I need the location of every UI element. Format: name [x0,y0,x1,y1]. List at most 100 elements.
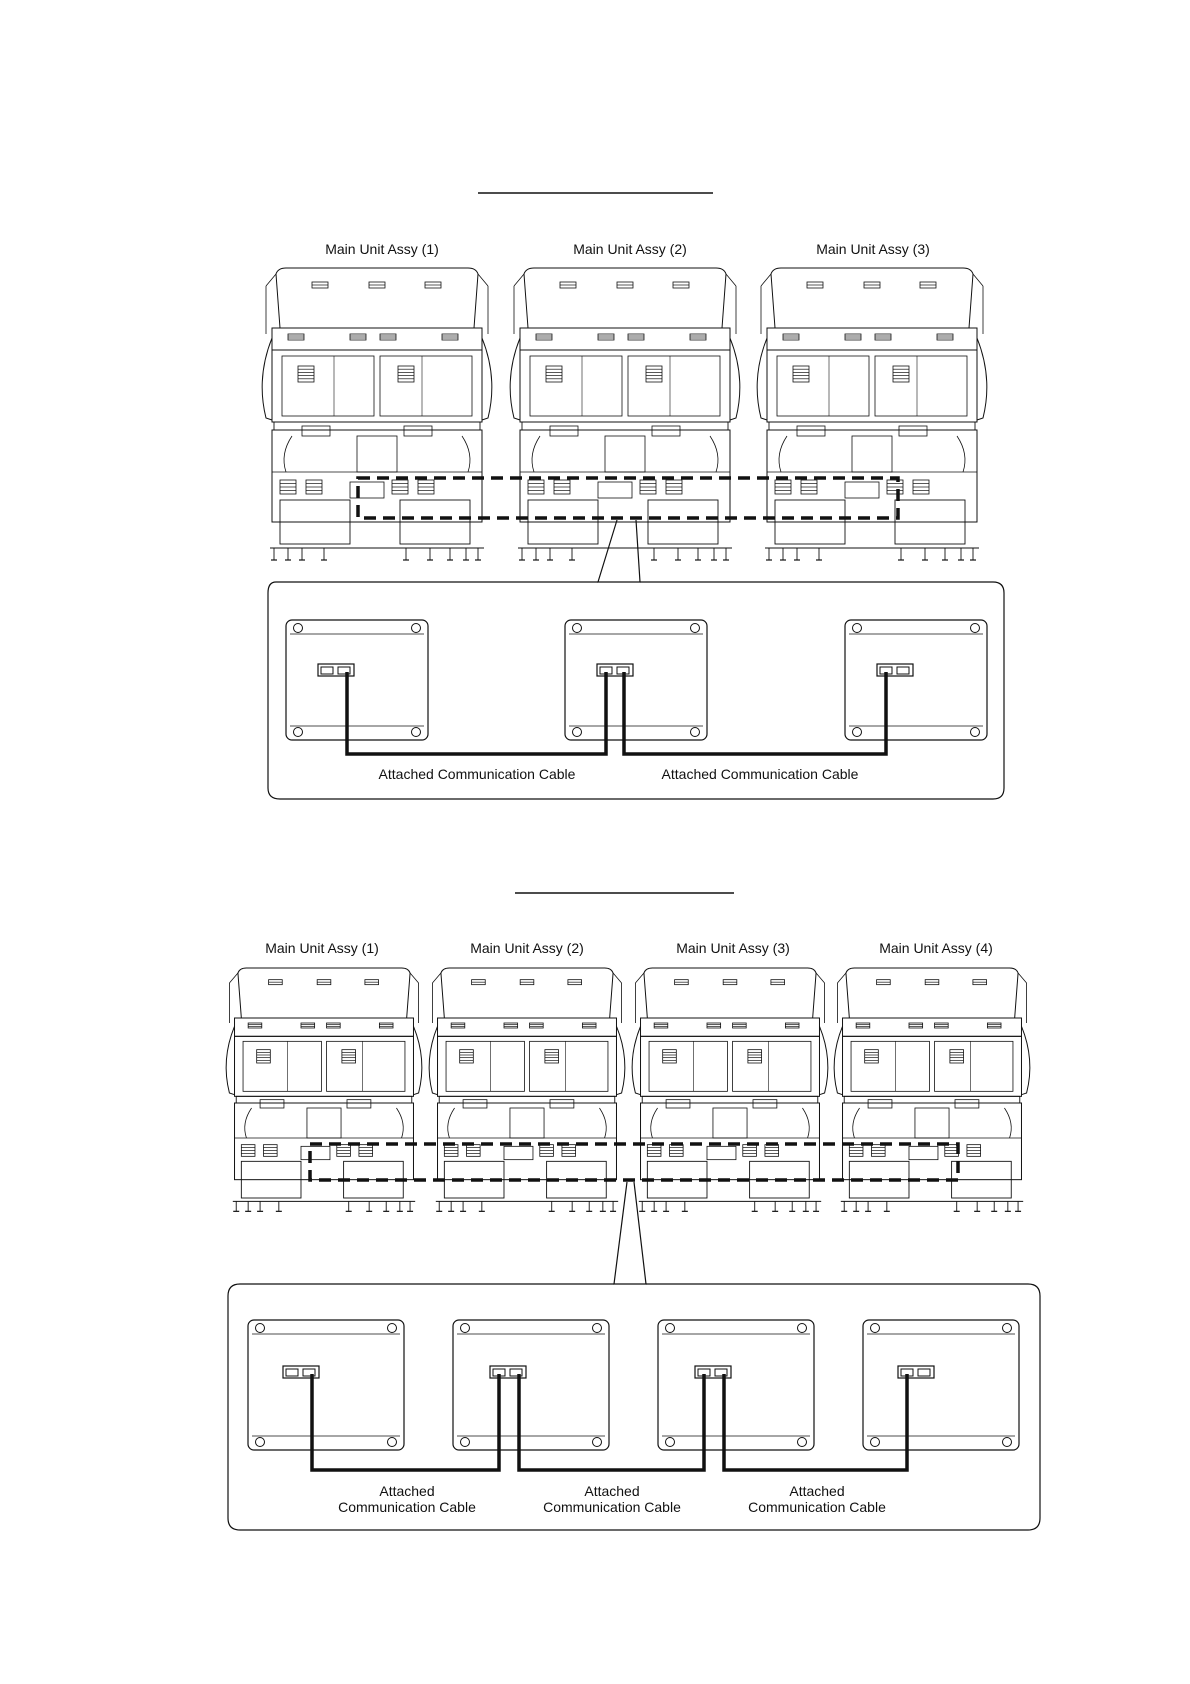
d1-cable-2 [624,672,886,754]
d2-canopy-vent-2-a [472,980,486,985]
d2-canopy-vent-2-c [568,980,582,985]
d1-bumper-right-3 [977,338,987,420]
d2-band-vent-4-3 [987,1023,1001,1028]
d1-centre-door-3 [852,436,892,472]
d1-pcb-box-1 [350,482,384,498]
d1-screen-vent-1-a [298,366,314,382]
d2-board-4-screw-3 [1003,1438,1012,1447]
d1-screen-right-1 [380,356,472,416]
d2-band-vent-2-1 [504,1023,518,1028]
d1-board-3-screw-2 [853,728,862,737]
d2-screen-right-3 [733,1041,811,1091]
d2-pcb-box-2 [504,1146,533,1159]
diagram1-cable-label-2: Attached Communication Cable [662,766,859,782]
d2-screen-vent-3-b [748,1050,762,1063]
d2-machine-2 [429,968,625,1211]
d1-board-1-screw-1 [412,624,421,633]
d1-board-1-screw-2 [294,728,303,737]
d2-lower-vent-2-1 [466,1145,480,1157]
d1-canopy-3 [771,268,973,328]
d2-board-1-port-a [286,1369,298,1376]
d1-band-vent-1-2 [380,334,396,340]
diagram2-unit-label-1: Main Unit Assy (1) [265,940,379,956]
d2-band-vent-1-1 [301,1023,315,1028]
d2-band-vent-1-3 [379,1023,393,1028]
d2-centre-door-2 [510,1108,544,1138]
d2-cable-1 [312,1374,499,1470]
d1-bumper-left-2 [510,338,520,420]
d2-band-vent-2-0 [451,1023,465,1028]
d2-lower-vent-4-1 [871,1145,885,1157]
d1-lower-vent-1-1 [306,480,322,494]
d2-callout-pointer [614,1182,646,1284]
d2-lower-vent-2-3 [562,1145,576,1157]
d1-board-2-screw-2 [573,728,582,737]
d1-lower-body-3 [767,430,977,522]
d2-lower-vent-2-0 [444,1145,458,1157]
d1-pcb-box-3 [845,482,879,498]
d1-screen-left-1 [282,356,374,416]
d2-band-vent-1-2 [327,1023,341,1028]
d2-board-3-outline [658,1320,814,1450]
d2-board-1-screw-0 [256,1324,265,1333]
d2-canopy-vent-3-a [675,980,689,985]
d2-centre-door-1 [307,1108,341,1138]
d2-pcb-box-3 [707,1146,736,1159]
d2-board-3-screw-1 [798,1324,807,1333]
d2-canopy-vent-4-c [973,980,987,985]
d1-callout-pointer [598,520,640,582]
d2-cable-3 [724,1374,907,1470]
d2-bumper-left-1 [226,1026,234,1094]
d1-lower-vent-1-2 [392,480,408,494]
d2-board-3-screw-3 [798,1438,807,1447]
d2-screen-left-1 [243,1041,321,1091]
d1-board-2-screw-3 [691,728,700,737]
d2-band-vent-1-0 [248,1023,262,1028]
d1-lower-vent-2-0 [528,480,544,494]
d1-canopy-vent-2-b [617,282,633,288]
d1-band-vent-3-2 [875,334,891,340]
d2-lower-vent-1-0 [241,1145,255,1157]
d2-canopy-vent-1-b [317,980,331,985]
d1-centre-door-2 [605,436,645,472]
d1-upper-band-3 [767,328,977,350]
d2-band-vent-4-1 [909,1023,923,1028]
d2-board-2-screw-2 [461,1438,470,1447]
d2-centre-door-4 [915,1108,949,1138]
d2-board-1-screw-2 [256,1438,265,1447]
diagram2-cable-label-3-line2: Communication Cable [748,1499,886,1515]
d2-lower-vent-1-1 [263,1145,277,1157]
d2-upper-band-3 [641,1018,820,1036]
d2-main-panel-3 [641,1036,820,1096]
d1-lower-vent-3-1 [801,480,817,494]
d2-canopy-vent-1-c [365,980,379,985]
diagram2-unit-label-3: Main Unit Assy (3) [676,940,790,956]
d2-upper-band-2 [438,1018,617,1036]
d1-canopy-vent-1-b [369,282,385,288]
d2-board-2-screw-3 [593,1438,602,1447]
d2-lower-vent-4-3 [967,1145,981,1157]
d2-band-vent-2-2 [530,1023,544,1028]
d2-bumper-left-4 [834,1026,842,1094]
d2-bumper-left-3 [632,1026,640,1094]
d1-pcb-box-2 [598,482,632,498]
d1-board-2 [565,620,707,740]
d2-bumper-right-3 [819,1026,827,1094]
d1-board-1-outline [286,620,428,740]
d1-band-vent-2-1 [598,334,614,340]
diagram1-unit-label-2: Main Unit Assy (2) [573,241,687,257]
d1-screen-left-3 [777,356,869,416]
d2-lower-vent-2-2 [540,1145,554,1157]
d2-canopy-vent-3-b [723,980,737,985]
d1-main-panel-1 [272,350,482,422]
d1-cable-1 [347,672,606,754]
d1-band-vent-3-3 [937,334,953,340]
d1-canopy-vent-3-c [920,282,936,288]
d1-screen-left-2 [530,356,622,416]
d1-band-vent-2-2 [628,334,644,340]
diagram2-cable-label-2-line1: Attached [584,1483,639,1499]
d2-main-panel-1 [235,1036,414,1096]
diagram2-machines [226,968,1030,1284]
d1-canopy-2 [524,268,726,328]
